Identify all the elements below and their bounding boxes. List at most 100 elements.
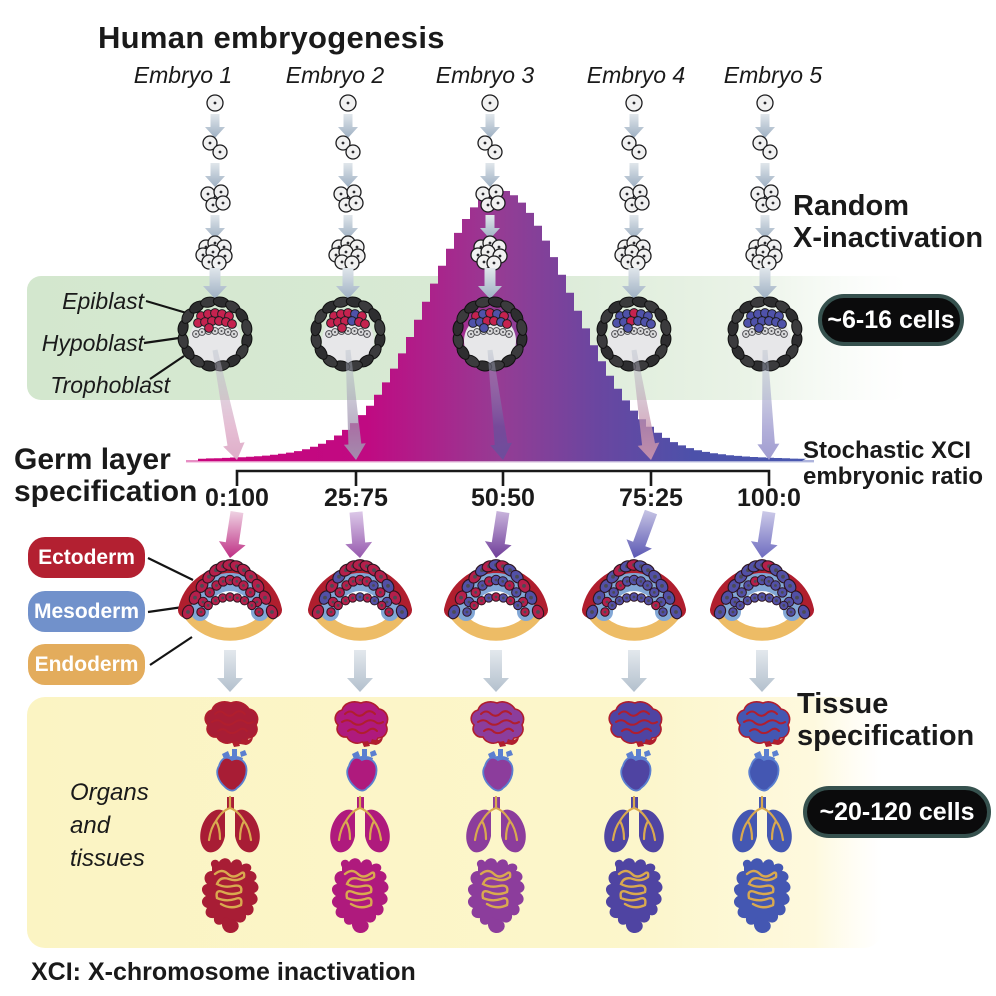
tissue-specification-heading: Tissue specification	[797, 688, 975, 752]
epiblast-label: Epiblast	[62, 288, 144, 314]
tick-100-0: 100:0	[737, 484, 801, 512]
embryo-column-3	[470, 94, 508, 299]
ratio-to-germlayer-arrow	[345, 511, 373, 558]
tick-50-50: 50:50	[471, 484, 535, 512]
morula-arrow	[203, 268, 227, 299]
germlayer-to-tissue-arrow	[621, 650, 647, 692]
germlayer-to-tissue-arrow	[483, 650, 509, 692]
cleavage-arrow	[755, 163, 775, 187]
intestine-icon	[331, 858, 389, 933]
embryo-3-label: Embryo 3	[435, 62, 535, 88]
cleavage-arrow	[205, 114, 225, 138]
blastocyst-5	[727, 296, 803, 372]
ratio-to-germlayer-arrow	[218, 511, 246, 558]
tissue-cell-count-badge: ~20-120 cells	[803, 786, 991, 838]
mesoderm-label: Mesoderm	[33, 599, 140, 623]
heart-icon	[346, 749, 378, 792]
embryo-1-label: Embryo 1	[133, 62, 233, 88]
heart-icon	[620, 749, 652, 792]
lungs-icon	[466, 795, 526, 853]
organs-and-tissues-label: Organs and tissues	[70, 779, 149, 872]
ratio-to-germlayer-arrow	[750, 511, 778, 558]
intestine-icon	[201, 858, 259, 933]
tick-25-75: 25:75	[324, 484, 388, 512]
germlayer-to-tissue-arrow	[749, 650, 775, 692]
lungs-icon	[330, 795, 390, 853]
brain-icon	[608, 701, 663, 747]
cleavage-arrow	[205, 163, 225, 187]
tick-0-100: 0:100	[205, 484, 269, 512]
brain-icon	[736, 701, 791, 747]
cleavage-arrow	[624, 114, 644, 138]
ratio-to-germlayer-arrow	[484, 511, 512, 558]
germlayer-to-tissue-arrow	[217, 650, 243, 692]
germ-layer-structure-3	[444, 559, 548, 641]
embryo-column-4	[614, 94, 652, 299]
cleavage-arrow	[624, 163, 644, 187]
morula-arrow	[336, 268, 360, 299]
cleavage-arrow	[480, 114, 500, 138]
random-x-inactivation-heading: Random X-inactivation	[793, 190, 984, 254]
intestine-icon	[467, 858, 525, 933]
cleavage-arrow	[624, 215, 644, 239]
tick-75-25: 75:25	[619, 484, 683, 512]
blastocyst-cell-count-text: ~6-16 cells	[827, 305, 955, 334]
germ-layer-structure-2	[308, 559, 412, 641]
ectoderm-label: Ectoderm	[38, 545, 135, 569]
legend-endoderm: Endoderm	[28, 644, 145, 685]
cleavage-arrow	[480, 215, 500, 239]
tissue-cell-count-text: ~20-120 cells	[819, 797, 975, 826]
xci-ratio-arrow	[757, 349, 780, 460]
blastocyst-cell-count-badge: ~6-16 cells	[818, 294, 964, 346]
intestine-icon	[733, 858, 791, 933]
embryo-4-label: Embryo 4	[586, 62, 686, 88]
lungs-icon	[604, 795, 664, 853]
blastocyst-2	[310, 296, 386, 372]
germlayer-to-tissue-arrow	[347, 650, 373, 692]
stochastic-xci-label: Stochastic XCI embryonic ratio	[803, 437, 984, 490]
heart-icon	[482, 749, 514, 792]
xci-ratio-arrow	[487, 349, 512, 460]
intestine-icon	[605, 858, 663, 933]
brain-icon	[204, 701, 259, 747]
lungs-icon	[732, 795, 792, 853]
endoderm-label: Endoderm	[34, 652, 139, 676]
brain-icon	[470, 701, 525, 747]
germ-layer-structure-4	[582, 559, 686, 641]
embryo-column-5	[745, 94, 783, 299]
cleavage-arrow	[480, 163, 500, 187]
blastocyst-1	[177, 296, 253, 372]
figure-title: Human embryogenesis	[98, 20, 445, 55]
legend-mesoderm: Mesoderm	[28, 591, 145, 632]
lungs-icon	[200, 795, 260, 853]
cleavage-arrow	[755, 114, 775, 138]
cleavage-arrow	[755, 215, 775, 239]
heart-icon	[216, 749, 248, 792]
ratio-to-germlayer-arrow	[626, 509, 658, 558]
embryo-column-2	[328, 94, 366, 299]
axis-bracket	[235, 469, 771, 486]
cleavage-arrow	[338, 114, 358, 138]
blastocyst-4	[596, 296, 672, 372]
xci-footnote: XCI: X-chromosome inactivation	[31, 958, 416, 986]
cleavage-arrow	[338, 215, 358, 239]
trophoblast-label: Trophoblast	[50, 372, 170, 398]
heart-icon	[748, 749, 780, 792]
legend-ectoderm: Ectoderm	[28, 537, 145, 578]
brain-icon	[334, 701, 389, 747]
cleavage-arrow	[205, 215, 225, 239]
embryo-2-label: Embryo 2	[285, 62, 385, 88]
embryo-5-label: Embryo 5	[723, 62, 823, 88]
morula-arrow	[753, 268, 777, 299]
germ-layer-structure-5	[710, 559, 814, 641]
germ-layer-heading: Germ layer specification	[14, 443, 198, 508]
germ-layer-structure-1	[178, 559, 282, 641]
morula-arrow	[478, 268, 502, 299]
cleavage-arrow	[338, 163, 358, 187]
xci-ratio-arrow	[343, 349, 366, 460]
morula-arrow	[622, 268, 646, 299]
xci-ratio-arrow	[631, 349, 660, 460]
hypoblast-label: Hypoblast	[41, 330, 144, 356]
